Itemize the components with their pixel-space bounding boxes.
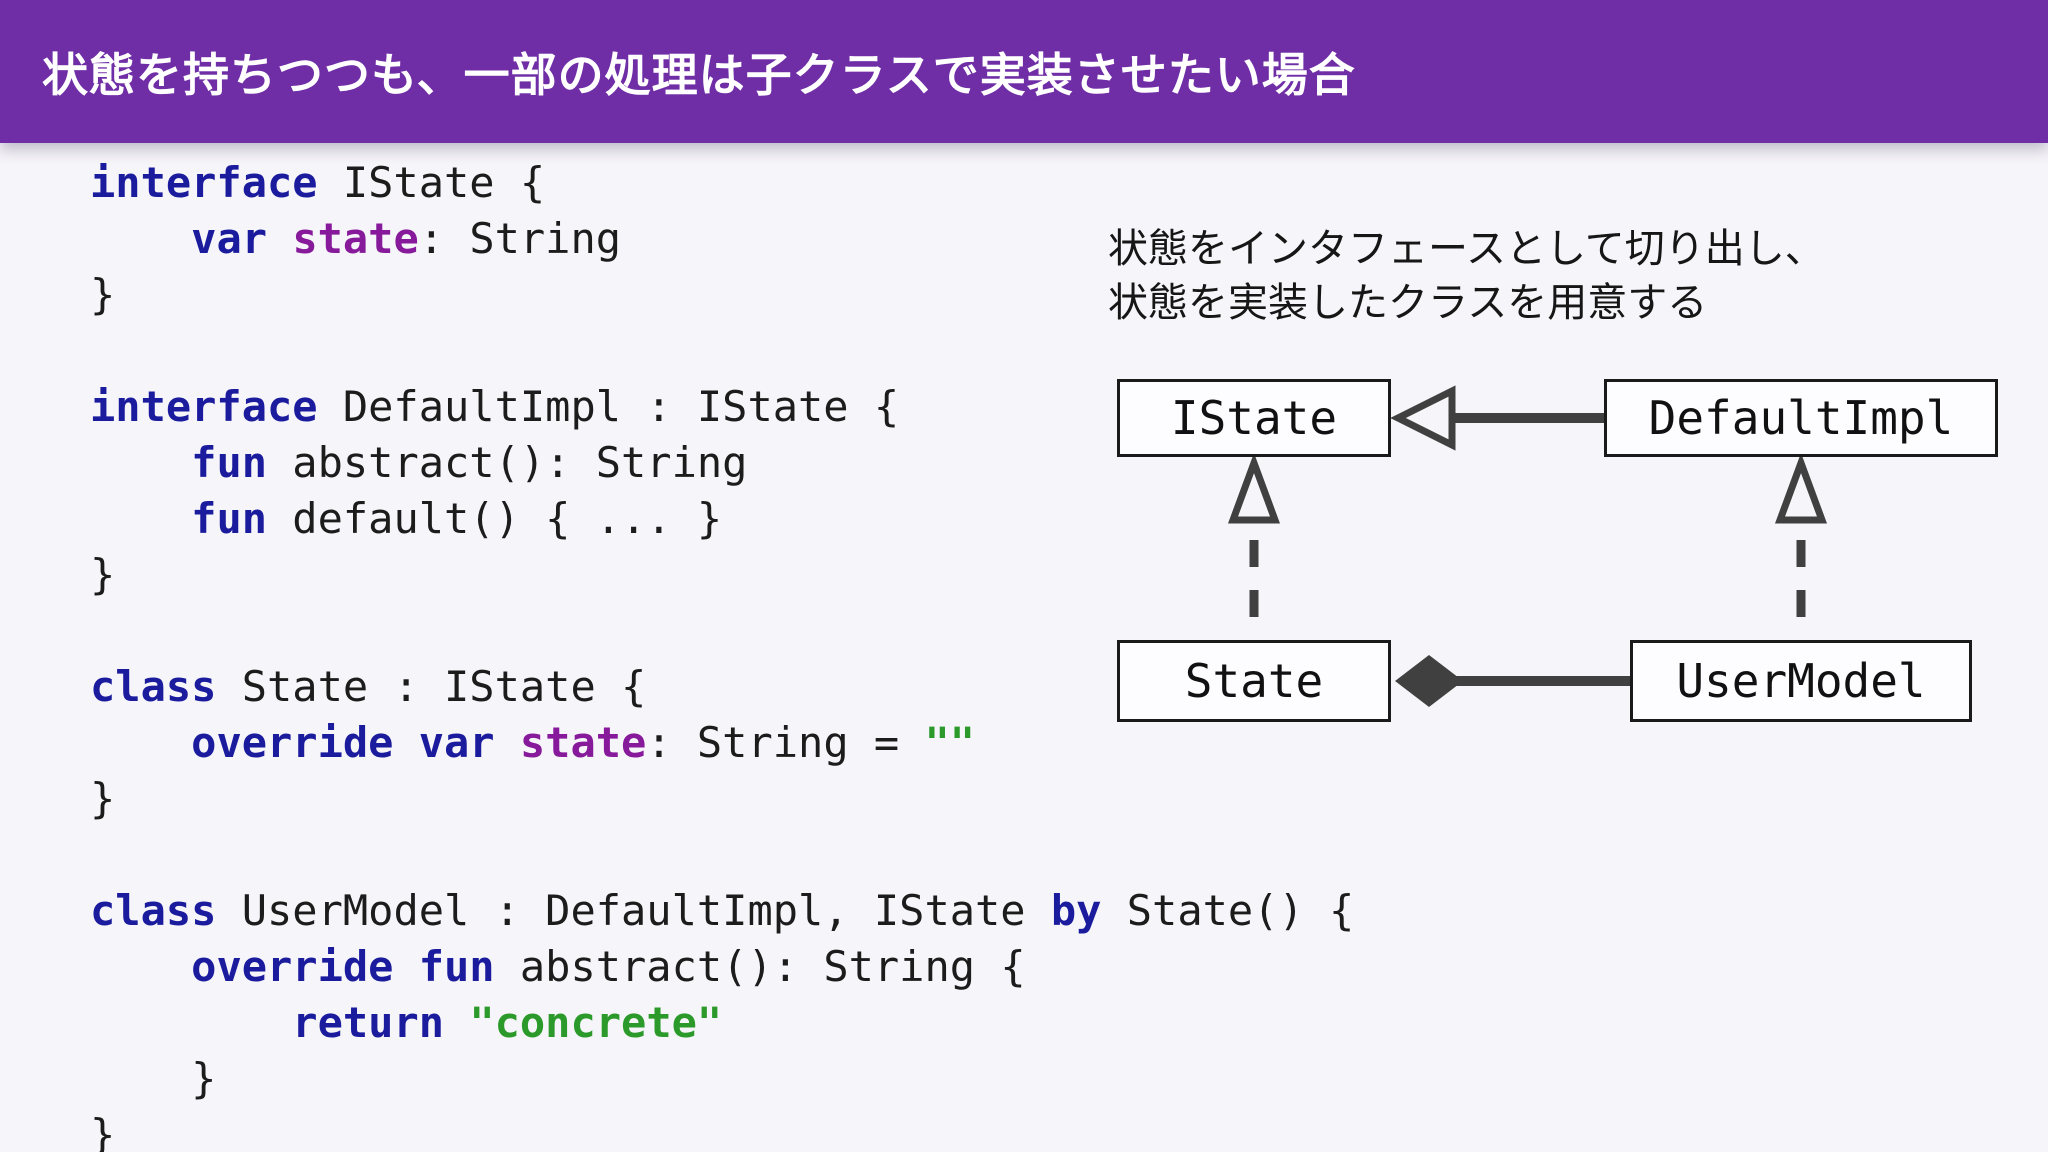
code-line: var state: String	[191, 214, 622, 263]
class-box-usermodel-label: UserModel	[1676, 654, 1926, 708]
class-box-defaultimpl: DefaultImpl	[1604, 379, 1998, 457]
code-line: class UserModel : DefaultImpl, IState by…	[90, 886, 1355, 935]
code-line: override fun abstract(): String {	[191, 942, 1026, 991]
code-line: fun default() { ... }	[191, 494, 723, 543]
code-line: interface IState {	[90, 158, 546, 207]
extends-arrowhead-icon	[1390, 385, 1456, 451]
code-line: }	[90, 1054, 217, 1103]
code-block: interface IState { var state: String} in…	[90, 155, 1354, 1152]
class-box-istate: IState	[1117, 379, 1391, 457]
code-line: }	[90, 1110, 116, 1152]
code-line: class State : IState {	[90, 662, 647, 711]
class-box-state: State	[1117, 640, 1391, 722]
code-line	[90, 827, 1354, 883]
code-line	[90, 323, 1354, 379]
code-line: }	[90, 774, 116, 823]
realization-arrowhead-defaultimpl-icon	[1774, 452, 1828, 524]
code-line: interface DefaultImpl : IState {	[90, 382, 900, 431]
class-box-usermodel: UserModel	[1630, 640, 1972, 722]
code-line: }	[90, 550, 116, 599]
code-line: }	[90, 270, 116, 319]
code-line: fun abstract(): String	[191, 438, 748, 487]
class-box-istate-label: IState	[1170, 391, 1338, 445]
class-box-state-label: State	[1184, 654, 1324, 708]
class-box-defaultimpl-label: DefaultImpl	[1648, 391, 1954, 445]
title-bar: 状態を持ちつつも、一部の処理は子クラスで実装させたい場合	[0, 0, 2048, 143]
annotation-line-2: 状態を実装したクラスを用意する	[1108, 281, 1708, 325]
diagram-annotation: 状態をインタフェースとして切り出し、 状態を実装したクラスを用意する	[1108, 222, 1825, 330]
code-line: override var state: String = ""	[191, 718, 976, 767]
page-title: 状態を持ちつつも、一部の処理は子クラスで実装させたい場合	[42, 48, 1356, 101]
composition-diamond-icon	[1395, 655, 1463, 707]
annotation-line-1: 状態をインタフェースとして切り出し、	[1108, 227, 1825, 271]
code-line: return "concrete"	[292, 998, 723, 1047]
